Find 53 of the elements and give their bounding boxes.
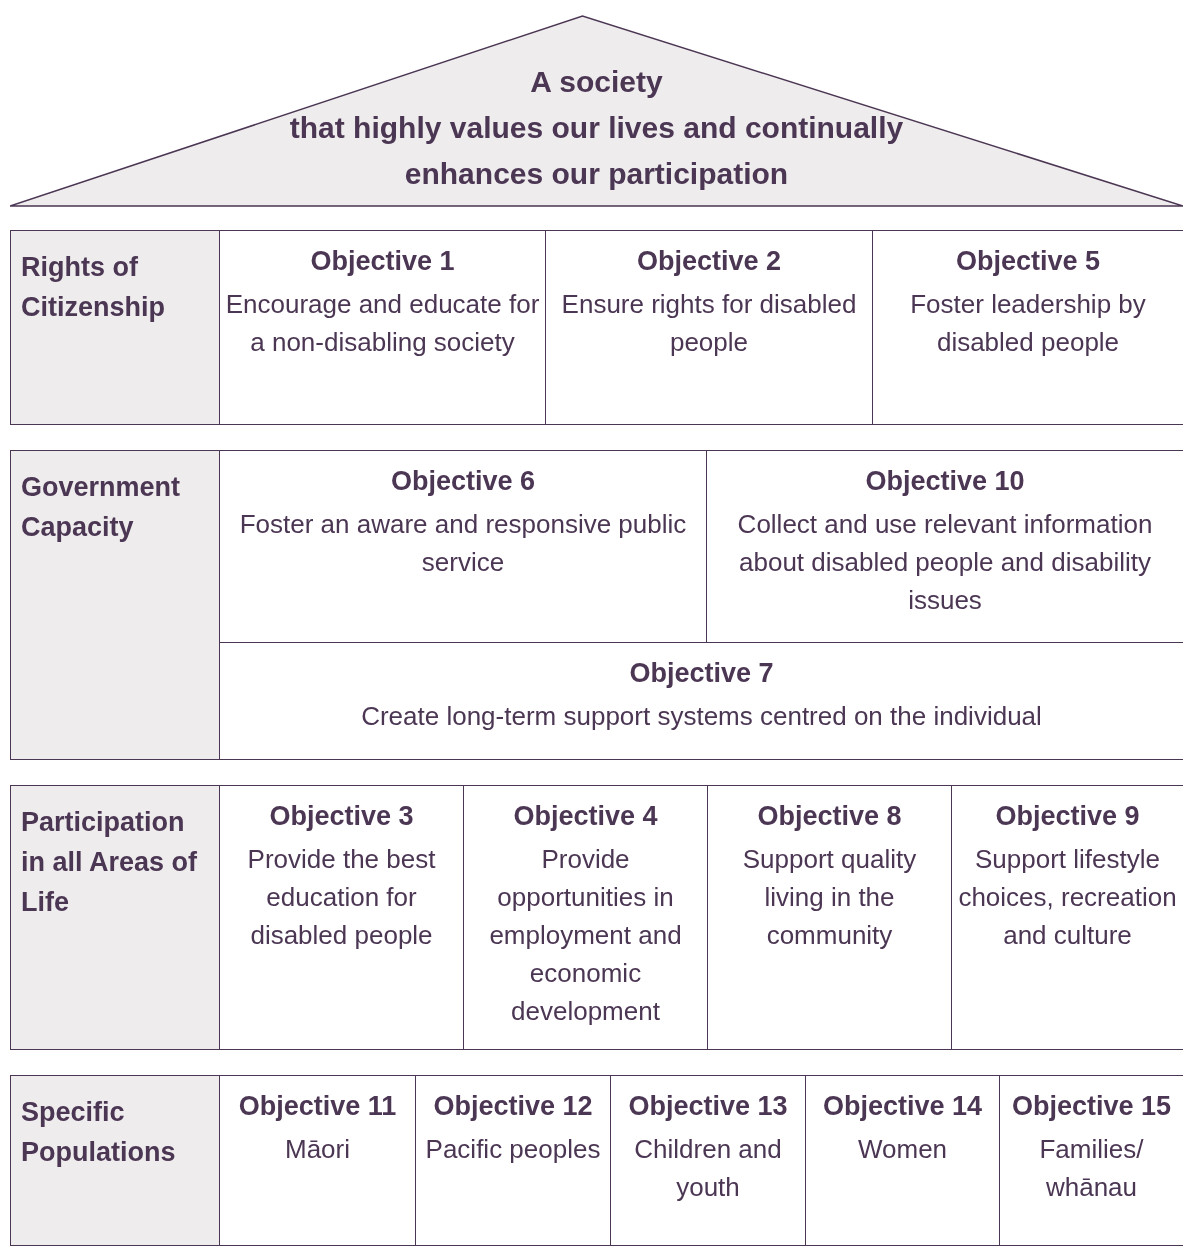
objective-description: Provide the best education for disabled people	[246, 843, 437, 952]
objective-heading: Objective 2	[635, 245, 783, 278]
objective-description: Pacific peoples	[424, 1133, 602, 1166]
objective-description: Women	[856, 1133, 949, 1166]
objective-heading: Objective 9	[994, 800, 1141, 833]
objective-cell	[610, 1075, 806, 1246]
objective-cell	[951, 785, 1183, 1050]
objective-cell	[545, 230, 873, 425]
objective-heading: Objective 8	[756, 800, 903, 833]
objective-heading: Objective 14	[821, 1090, 984, 1123]
category-label: Specific Populations	[21, 1096, 177, 1169]
objective-description: Families/ whānau	[1038, 1133, 1145, 1204]
vision-statement: that highly values our lives and continually enhances our participation	[288, 110, 905, 192]
objective-heading: Objective 7	[628, 657, 775, 690]
vision-statement: A society	[529, 64, 664, 100]
objective-description: Collect and use relevant information about disabled people and disability issues	[736, 508, 1154, 617]
category-label: Rights of Citizenship	[21, 251, 166, 324]
category-cell	[10, 785, 220, 1050]
objective-description: Support lifestyle choices, recreation and culture	[957, 843, 1178, 952]
objective-description: Provide opportunities in employment and economic development	[488, 843, 683, 1028]
objective-cell	[805, 1075, 1000, 1246]
roof-triangle	[10, 15, 1183, 207]
objective-description: Māori	[284, 1133, 351, 1166]
objective-cell	[219, 1075, 416, 1246]
objective-heading: Objective 1	[309, 245, 456, 278]
objective-heading: Objective 11	[237, 1090, 398, 1123]
category-label: Participation in all Areas of Life	[21, 806, 199, 919]
objective-heading: Objective 15	[1010, 1090, 1173, 1123]
category-label: Government Capacity	[21, 471, 182, 544]
objective-cell	[219, 230, 546, 425]
objective-heading: Objective 3	[268, 800, 415, 833]
objective-heading: Objective 4	[512, 800, 659, 833]
category-cell	[10, 230, 220, 425]
objective-heading: Objective 6	[389, 465, 537, 498]
objective-cell	[219, 785, 464, 1050]
objective-heading: Objective 13	[627, 1090, 789, 1123]
objective-description: Foster leadership by disabled people	[909, 288, 1147, 359]
objective-description: Create long-term support systems centred on the individual	[360, 700, 1043, 733]
objective-description: Foster an aware and responsive public service	[238, 508, 688, 579]
objective-cell	[872, 230, 1183, 425]
objective-heading: Objective 10	[864, 465, 1026, 498]
objective-description: Children and youth	[633, 1133, 783, 1204]
objective-cell	[707, 785, 952, 1050]
objective-description: Support quality living in the community	[741, 843, 918, 952]
category-cell	[10, 450, 220, 760]
objective-cell	[463, 785, 708, 1050]
objective-description: Ensure rights for disabled people	[560, 288, 858, 359]
objective-cell	[999, 1075, 1183, 1246]
objective-heading: Objective 12	[432, 1090, 594, 1123]
objective-cell	[415, 1075, 611, 1246]
category-cell	[10, 1075, 220, 1246]
objective-heading: Objective 5	[954, 245, 1102, 278]
objective-description: Encourage and educate for a non-disabling society	[224, 288, 541, 359]
